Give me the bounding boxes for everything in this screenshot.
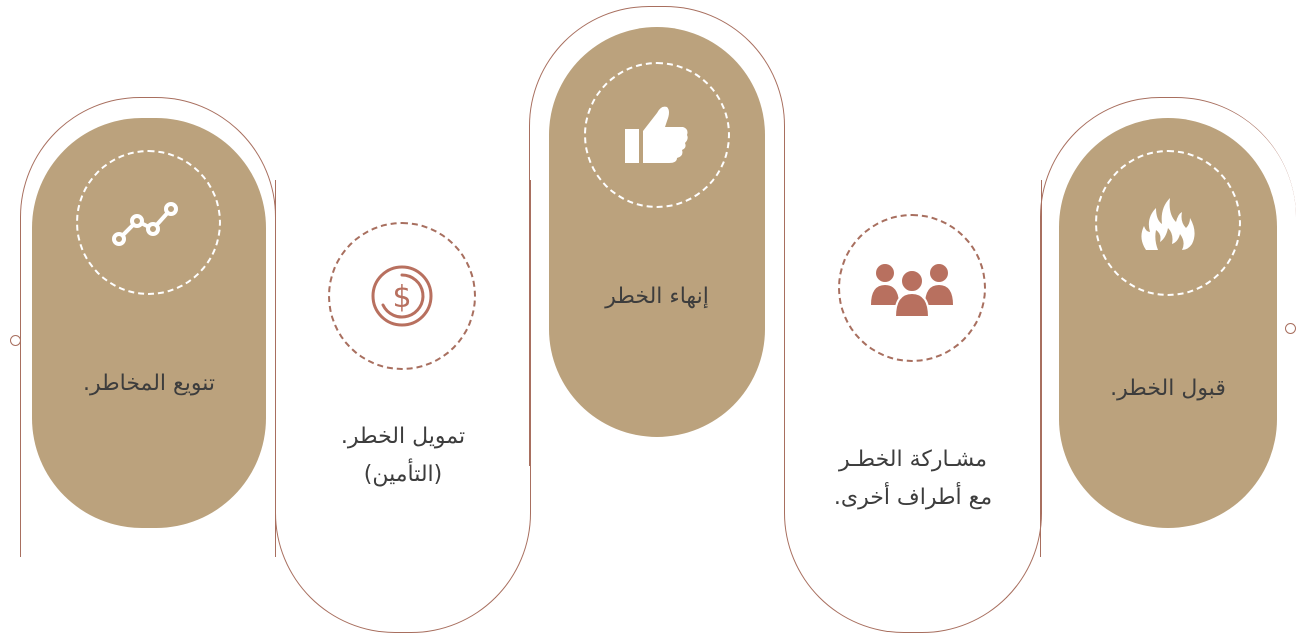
icon-ring [1095,150,1241,296]
card-label: قبول الخطر. [1110,376,1226,401]
label-line-2: (التأمين) [363,462,443,487]
card-label: مشـاركة الخطـر مع أطراف أخرى. [784,441,1042,517]
icon-ring [838,214,986,362]
label-line-2: مع أطراف أخرى. [833,485,993,510]
card-outline [784,180,1042,633]
fire-icon [1141,198,1195,250]
card-label: تمويل الخطر. (التأمين) [275,418,531,494]
label-line-1: تمويل الخطر. [340,424,466,449]
card-label: إنهاء الخطر [605,284,709,309]
icon-ring [584,62,730,208]
icon-ring [76,150,221,295]
people-group-icon [871,264,953,317]
thumbs-up-icon [625,106,688,163]
line-chart-icon [111,201,178,246]
dollar-coin-icon: $ [371,265,433,327]
svg-text:$: $ [392,280,411,315]
icon-ring: $ [328,222,476,370]
connector-dot-right [1285,323,1296,334]
card-outline [1040,97,1296,557]
label-line-1: مشـاركة الخطـر [838,447,988,472]
card-label: تنويع المخاطر. [82,371,216,396]
